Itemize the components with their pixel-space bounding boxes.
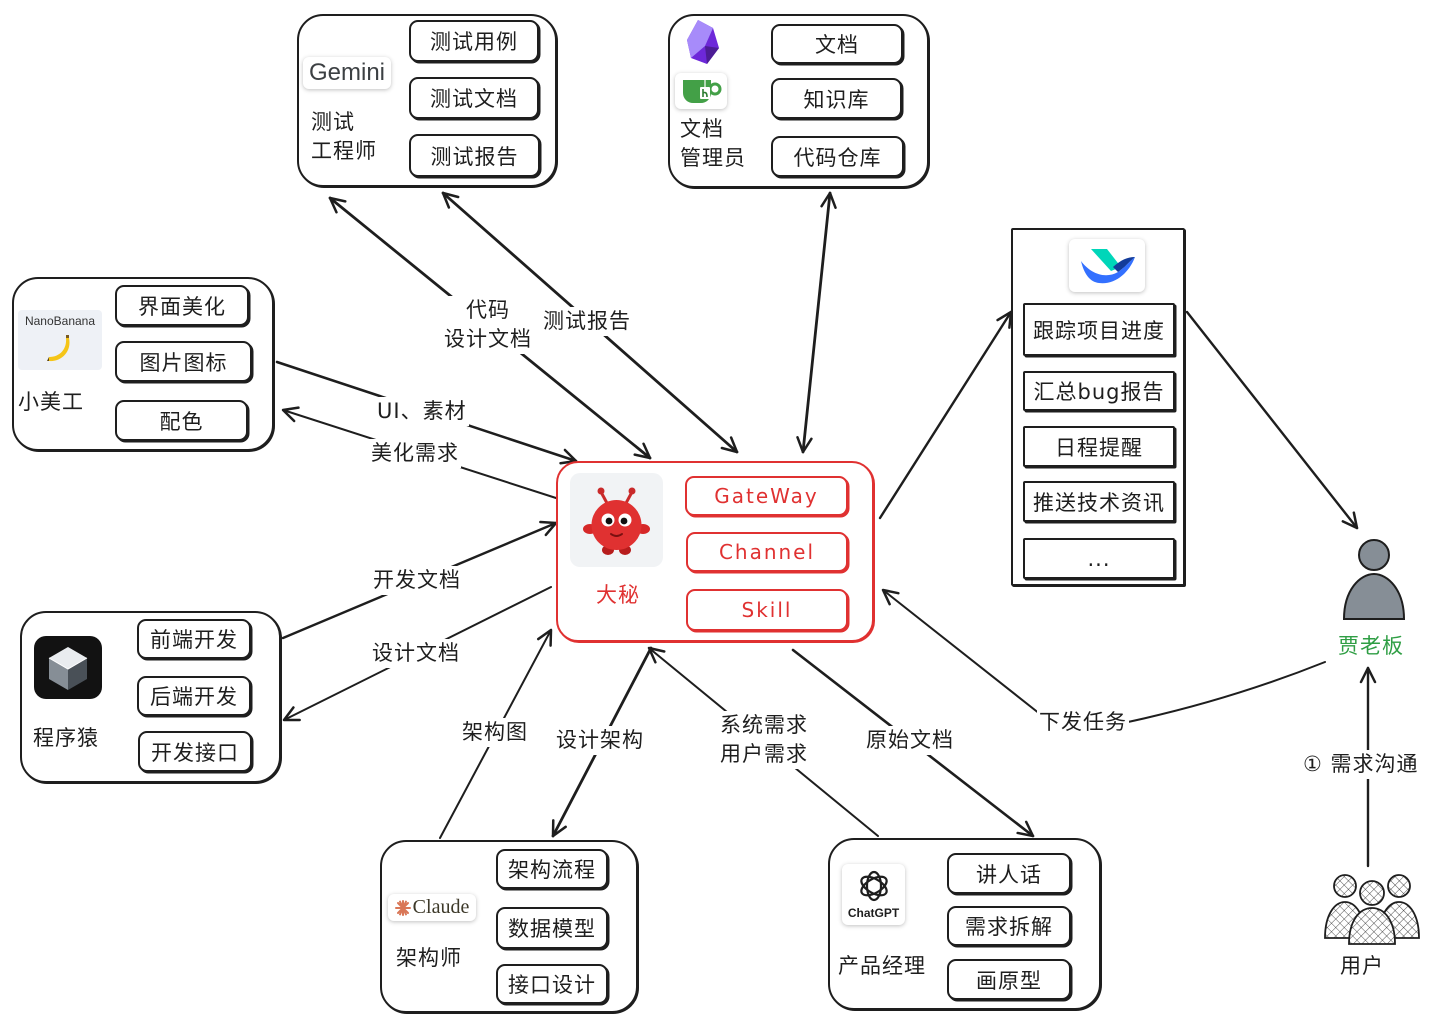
pm-task-plain-talk: 讲人话 — [947, 853, 1071, 894]
programmer-task-backend: 后端开发 — [137, 676, 251, 716]
feishu-icon — [1069, 239, 1145, 292]
feishu-panel: 跟踪项目进度 汇总bug报告 日程提醒 推送技术资讯 ... — [1011, 228, 1185, 586]
flow-label-test-report: 测试报告 — [541, 307, 633, 336]
users-name: 用户 — [1340, 954, 1384, 978]
architect-node: Claude 架构师 架构流程 数据模型 接口设计 — [380, 840, 638, 1013]
product-manager-node: ChatGPT 产品经理 讲人话 需求拆解 画原型 — [828, 838, 1101, 1010]
flow-label-beautify-request: 美化需求 — [369, 439, 461, 468]
designer-name: 小美工 — [18, 390, 84, 414]
designer-task-images-icons: 图片图标 — [115, 341, 252, 382]
arrow-central-doc-manager — [796, 191, 837, 454]
flow-label-architecture-diagram: 架构图 — [460, 718, 530, 747]
architect-task-architecture-flow: 架构流程 — [496, 849, 608, 889]
architect-task-api-design: 接口设计 — [496, 964, 608, 1004]
central-hub-node: 大秘 GateWay Channel Skill — [556, 461, 874, 642]
gemini-logo: Gemini — [303, 57, 391, 89]
chatgpt-knot-icon — [860, 870, 888, 902]
gemini-logo-text: Gemini — [308, 59, 386, 86]
tea-cup-icon — [675, 73, 727, 109]
red-monster-icon — [570, 473, 663, 567]
banana-icon — [47, 335, 70, 362]
feishu-item-bug-report: 汇总bug报告 — [1023, 371, 1175, 411]
tester-name: 测试 工程师 — [311, 110, 377, 163]
feishu-item-more: ... — [1023, 538, 1175, 579]
doc-manager-node: 文档 管理员 文档 知识库 代码仓库 — [668, 14, 929, 188]
flow-label-ui-assets: UI、素材 — [375, 397, 469, 426]
cube-icon — [34, 636, 102, 699]
tester-task-test-docs: 测试文档 — [409, 77, 539, 119]
tester-task-test-cases: 测试用例 — [409, 20, 539, 62]
obsidian-icon — [683, 18, 723, 66]
central-hub-name: 大秘 — [596, 583, 640, 607]
flow-label-design-architecture: 设计架构 — [554, 726, 646, 755]
tester-task-test-report: 测试报告 — [409, 134, 540, 177]
flow-label-dev-docs: 开发文档 — [371, 566, 463, 595]
nanobanana-logo-text: NanoBanana — [24, 314, 96, 328]
module-channel: Channel — [686, 532, 848, 572]
architect-task-data-model: 数据模型 — [496, 907, 608, 949]
claude-star-icon — [394, 899, 411, 916]
arrow-central-to-feishu — [878, 310, 1013, 520]
flow-label-design-docs: 设计文档 — [370, 639, 462, 668]
module-skill: Skill — [686, 589, 848, 631]
programmer-task-frontend: 前端开发 — [137, 619, 251, 659]
boss-name: 贾老板 — [1338, 634, 1404, 658]
designer-task-color-scheme: 配色 — [115, 400, 248, 441]
doc-manager-name: 文档 管理员 — [680, 117, 746, 170]
doc-manager-task-docs: 文档 — [771, 24, 903, 64]
chatgpt-logo: ChatGPT — [842, 864, 905, 925]
flow-label-dispatch-tasks: 下发任务 — [1037, 708, 1129, 737]
designer-task-ui-polish: 界面美化 — [115, 285, 249, 326]
feishu-item-schedule-reminder: 日程提醒 — [1023, 426, 1175, 467]
arrow-feishu-to-boss — [1185, 310, 1359, 530]
arrow-boss-to-central — [881, 588, 1326, 723]
flow-label-raw-docs: 原始文档 — [864, 726, 956, 755]
product-manager-name: 产品经理 — [838, 954, 926, 978]
doc-manager-task-code-repo: 代码仓库 — [771, 136, 904, 177]
users-group-icon — [1323, 872, 1421, 946]
claude-logo: Claude — [388, 894, 476, 921]
doc-manager-task-knowledge-base: 知识库 — [771, 78, 902, 119]
flow-label-requirements: 系统需求 用户需求 — [716, 711, 812, 769]
pm-task-requirement-breakdown: 需求拆解 — [947, 906, 1071, 946]
programmer-name: 程序猿 — [33, 726, 99, 750]
programmer-node: 程序猿 前端开发 后端开发 开发接口 — [20, 611, 281, 783]
pm-task-prototype: 画原型 — [947, 959, 1071, 1000]
programmer-task-api: 开发接口 — [138, 731, 252, 772]
feishu-item-track-progress: 跟踪项目进度 — [1023, 303, 1175, 356]
chatgpt-logo-text: ChatGPT — [847, 906, 900, 920]
person-icon — [1340, 536, 1408, 622]
nanobanana-logo: NanoBanana — [18, 310, 102, 370]
flow-label-requirement-communication: ① 需求沟通 — [1301, 750, 1421, 779]
feishu-item-tech-news: 推送技术资讯 — [1023, 481, 1175, 522]
flow-label-code-design-docs: 代码 设计文档 — [441, 296, 535, 354]
architect-name: 架构师 — [396, 946, 462, 970]
tester-node: Gemini 测试 工程师 测试用例 测试文档 测试报告 — [297, 14, 557, 187]
claude-logo-text: Claude — [412, 896, 470, 918]
module-gateway: GateWay — [685, 476, 848, 516]
designer-node: NanoBanana 小美工 界面美化 图片图标 配色 — [12, 277, 274, 451]
